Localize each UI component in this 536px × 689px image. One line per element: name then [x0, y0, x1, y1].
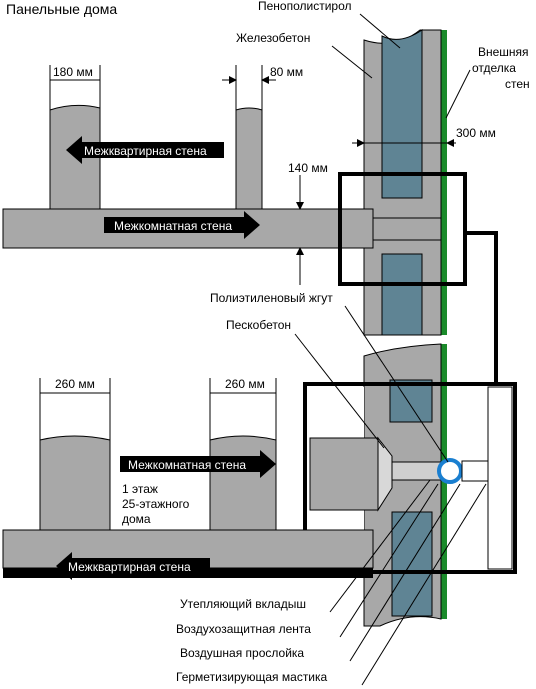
leader-poly-cord	[344, 305, 449, 463]
foam-block-b-upper	[389, 379, 433, 423]
dim-label-260-left: 260 мм	[55, 377, 95, 391]
foam-block-lower	[381, 253, 423, 336]
label-finish-2: отделка	[472, 61, 516, 75]
leader-concrete	[331, 45, 373, 79]
detail-connector	[465, 231, 498, 384]
dim-label-260-right: 260 мм	[225, 377, 265, 391]
dim-label-80: 80 мм	[270, 65, 303, 79]
label-finish-3: стен	[505, 77, 530, 91]
label-poly-cord: Полиэтиленовый жгут	[210, 291, 333, 305]
detail-frame-large	[303, 382, 517, 574]
floor-note-2: 25-этажного	[122, 497, 190, 511]
label-wind-tape: Воздухозащитная лента	[176, 622, 311, 636]
insulation-insert	[391, 461, 443, 481]
label-insul-insert: Утепляющий вкладыш	[180, 597, 306, 611]
room-wall-top-section	[235, 107, 263, 210]
bottom-section: 260 мм 260 мм Межкомнатная стена Межквар…	[2, 291, 517, 686]
foam-block-b-lower	[391, 511, 433, 617]
room-wall-bottom-label: Межкомнатная стена	[120, 450, 276, 478]
top-section: 180 мм 80 мм 140 мм 300 мм Пенополистиро…	[2, 0, 530, 384]
detail-finish-strip	[487, 386, 513, 570]
label-finish-1: Внешняя	[478, 45, 529, 59]
label-sand-concrete: Пескобетон	[226, 318, 291, 332]
label-foam: Пенополистирол	[258, 0, 352, 13]
room-wall-top-label: Межкомнатная стена	[104, 211, 260, 239]
svg-text:Межкомнатная стена: Межкомнатная стена	[128, 458, 246, 472]
svg-text:Межквартирная стена: Межквартирная стена	[68, 560, 191, 574]
apartment-wall-top-label: Межквартирная стена	[66, 136, 224, 164]
sand-concrete-wedge	[377, 436, 393, 512]
leader-wind	[339, 483, 439, 638]
leader-sealant	[361, 483, 487, 686]
wall-bottom-left	[39, 435, 111, 531]
floor-note-3: дома	[122, 512, 151, 526]
detail-frame-small	[338, 172, 467, 286]
leader-sand-concrete	[294, 333, 385, 449]
air-layer	[461, 460, 489, 482]
label-concrete: Железобетон	[236, 31, 310, 45]
leader-foam	[359, 13, 401, 49]
joint-block	[309, 437, 379, 511]
foam-block-upper	[381, 29, 423, 199]
outer-finish-top	[441, 30, 447, 335]
poly-cord-ring	[437, 458, 463, 484]
dim-label-300: 300 мм	[456, 126, 496, 140]
leader-air	[349, 483, 461, 662]
label-air-layer: Воздушная прослойка	[180, 646, 304, 660]
leader-insul	[329, 479, 431, 613]
label-sealant: Герметизирующая мастика	[176, 670, 328, 684]
dim-label-180: 180 мм	[53, 65, 93, 79]
svg-text:Межкомнатная стена: Межкомнатная стена	[114, 219, 232, 233]
wall-bottom-right	[209, 435, 277, 531]
floor-slab-joint-top	[372, 217, 442, 241]
page-title: Панельные дома	[6, 1, 117, 17]
svg-text:Межквартирная стена: Межквартирная стена	[84, 144, 207, 158]
leader-finish	[445, 69, 471, 119]
floor-note-1: 1 этаж	[122, 482, 158, 496]
dim-label-140: 140 мм	[288, 161, 328, 175]
apartment-wall-bottom-label: Межквартирная стена	[56, 552, 210, 580]
